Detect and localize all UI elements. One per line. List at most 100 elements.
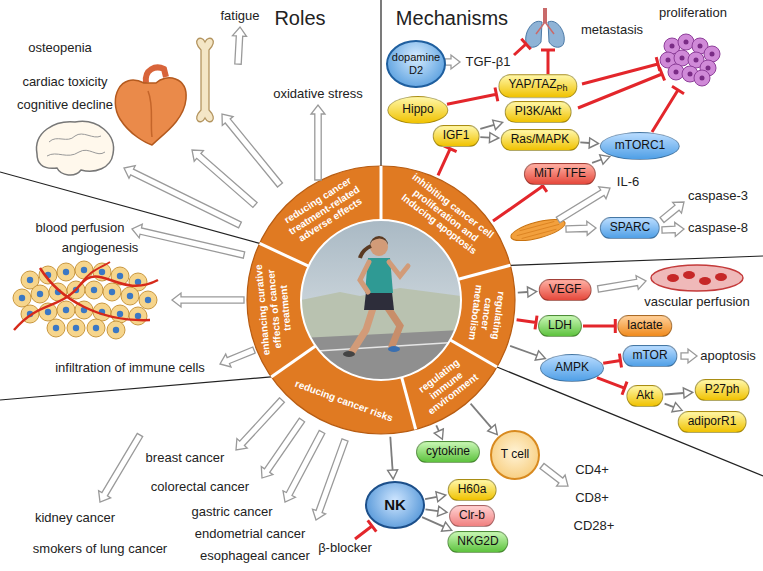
tumor-icon [85,281,103,299]
arrowhead [489,133,498,143]
runner-photo [301,220,461,380]
annotation-label: metastasis [581,23,643,37]
activation-connector [665,403,683,412]
ring [247,166,515,434]
annotation-label: IL-6 [617,175,639,189]
activation-connector [422,517,452,531]
node-text: D2 [409,64,423,77]
arrowhead [437,506,447,516]
runner-photo [389,262,408,276]
divider-lines [0,377,271,400]
annotation-label: breast cancer [146,451,225,465]
node-text: PI3K/Akt [515,105,562,119]
runner-photo [386,305,400,346]
connector-line [422,517,443,527]
runner-photo [388,346,400,352]
inhibition-connector [583,319,615,333]
tumor-icon [135,313,141,319]
arrowhead [527,287,536,297]
annotation-label: proliferation [659,6,727,20]
runner-photo [370,236,388,245]
lungs-icon [536,22,554,34]
lungs-icon [548,21,564,47]
tumor-icon [113,327,119,333]
tumor-icon [45,309,51,315]
arrowhead [683,388,692,398]
tumor-icon [99,269,105,275]
tumor-icon [80,262,110,285]
node-text: NK [384,496,406,513]
cell-cluster-icon [674,70,679,75]
node-text: H60a [458,483,487,497]
ring [380,166,383,220]
heart-icon [115,78,186,145]
tumor-icon [129,307,147,325]
annotation-label: caspase-3 [688,189,748,203]
molecule-node: VEGF [539,279,592,301]
muscle-icon [516,220,561,239]
tumor-icon [57,263,75,281]
hollow-arrow [311,105,325,180]
tumor-icon [37,291,43,297]
section-heading: Mechanisms [396,7,508,29]
blood-vessel-icon [715,273,727,281]
annotation-label: colorectal cancer [151,480,249,494]
hollow-arrow [283,431,325,503]
lungs-icon [526,21,542,47]
annotation-label: caspase-8 [688,221,748,235]
node-text: VEGF [549,283,582,297]
cell-cluster-icon [694,70,710,86]
annotation-label: endometrial cancer [195,527,306,541]
arrowhead [493,120,503,130]
molecule-node: H60a [448,479,497,501]
annotation-label: cardiac toxicity [22,75,107,89]
node-text: Akt [636,389,653,403]
heart-icon [148,91,152,137]
hollow-arrow [233,27,247,64]
inhibition-connector [603,354,621,368]
molecule-node: Akt [626,385,663,407]
activation-connector [592,155,610,164]
molecule-node: AMPK [540,354,604,382]
cell-cluster-icon [660,34,720,86]
connector-line [518,291,528,293]
hollow-arrow [445,55,460,69]
tumor-icon [145,297,151,303]
inhibition-line [578,68,665,109]
cell-cluster-icon [678,34,694,50]
annotation-label: CD28+ [574,519,615,533]
tumor-icon [13,261,158,339]
divider-lines [380,0,381,166]
annotation-label: cognitive decline [17,98,113,112]
molecule-node: mTORC1 [600,132,680,160]
cell-cluster-icon [666,58,671,63]
tumor-icon [103,283,121,301]
photo-border [301,220,461,380]
annotation-label: β-blocker [318,541,372,555]
tumor-icon [91,287,97,293]
node-text: lactate [627,319,662,333]
connector-line [471,404,492,428]
runner-photo [360,246,371,258]
annotation-label: apoptosis [700,349,756,363]
activation-connector [426,506,448,516]
heart-icon [115,68,186,145]
arrowhead [589,138,598,148]
brain-icon [47,134,105,156]
cell-cluster-icon [688,72,693,77]
node-text: T cell [501,448,529,462]
hollow-arrow [681,349,697,363]
ring [260,166,511,429]
tumor-icon [87,319,105,337]
tumor-icon [67,319,85,337]
connector-line [436,425,439,431]
molecule-node: mTOR [622,345,677,367]
cell-node: NK [365,481,425,529]
runner-photo [352,305,374,352]
node-text: cytokine [426,445,470,459]
tumor-icon [14,276,158,330]
molecule-node: SPARC [600,217,660,239]
annotation-label: esophageal cancer [200,549,310,563]
ring [402,377,416,429]
